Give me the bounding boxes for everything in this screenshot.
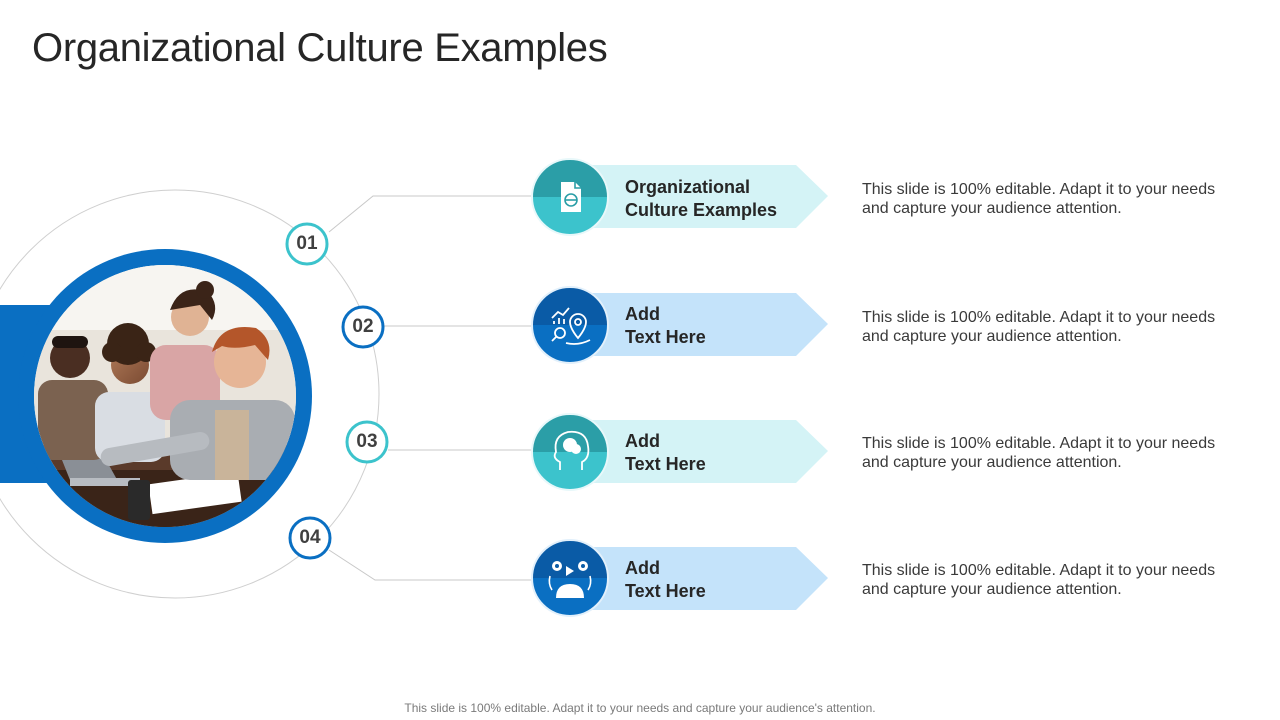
item-description-1-line1: This slide is 100% editable. Adapt it to…	[862, 181, 1216, 198]
item-description-2-line1: This slide is 100% editable. Adapt it to…	[862, 309, 1216, 326]
step-number-3: 03	[356, 431, 378, 452]
footer-note: This slide is 100% editable. Adapt it to…	[404, 701, 876, 715]
item-label-3: Add Text Here	[625, 430, 825, 476]
step-number-1: 01	[296, 233, 318, 254]
item-description-3-line2: and capture your audience attention.	[862, 454, 1122, 471]
arrow-band-4	[570, 547, 828, 610]
item-label-4-line1: Add	[625, 558, 660, 578]
item-description-4-line1: This slide is 100% editable. Adapt it to…	[862, 562, 1216, 579]
arrow-band-2	[570, 293, 828, 356]
item-label-2-line2: Text Here	[625, 327, 706, 347]
icon-circle-4	[531, 539, 609, 617]
arrow-band-3	[570, 420, 828, 483]
gears-brain-icon	[548, 561, 592, 598]
item-description-1: This slide is 100% editable. Adapt it to…	[862, 180, 1232, 218]
icon-circle-2	[531, 286, 609, 364]
item-label-2: Add Text Here	[625, 303, 825, 349]
slide-title: Organizational Culture Examples	[32, 26, 608, 70]
item-description-2-line2: and capture your audience attention.	[862, 328, 1122, 345]
item-description-3: This slide is 100% editable. Adapt it to…	[862, 434, 1232, 472]
number-circles	[285, 222, 389, 560]
item-description-4: This slide is 100% editable. Adapt it to…	[862, 561, 1232, 599]
arrow-band-1	[570, 165, 828, 228]
item-description-3-line1: This slide is 100% editable. Adapt it to…	[862, 435, 1216, 452]
outer-arc	[0, 189, 380, 599]
step-number-4: 04	[299, 527, 321, 548]
item-description-2: This slide is 100% editable. Adapt it to…	[862, 308, 1232, 346]
globe-document-icon	[561, 182, 581, 212]
location-analytics-icon	[551, 307, 591, 345]
step-number-2: 02	[352, 316, 374, 337]
item-description-1-line2: and capture your audience attention.	[862, 200, 1122, 217]
item-label-1-line2: Culture Examples	[625, 200, 778, 220]
item-label-1: Organizational Culture Examples	[625, 176, 825, 222]
item-label-3-line2: Text Here	[625, 454, 706, 474]
brain-head-icon	[553, 430, 590, 470]
item-label-3-line1: Add	[625, 431, 660, 451]
item-label-4-line2: Text Here	[625, 581, 706, 601]
connector-lines	[328, 195, 534, 581]
item-label-2-line1: Add	[625, 304, 660, 324]
item-label-1-line1: Organizational	[625, 177, 751, 197]
item-label-4: Add Text Here	[625, 557, 825, 603]
item-description-4-line2: and capture your audience attention.	[862, 581, 1122, 598]
